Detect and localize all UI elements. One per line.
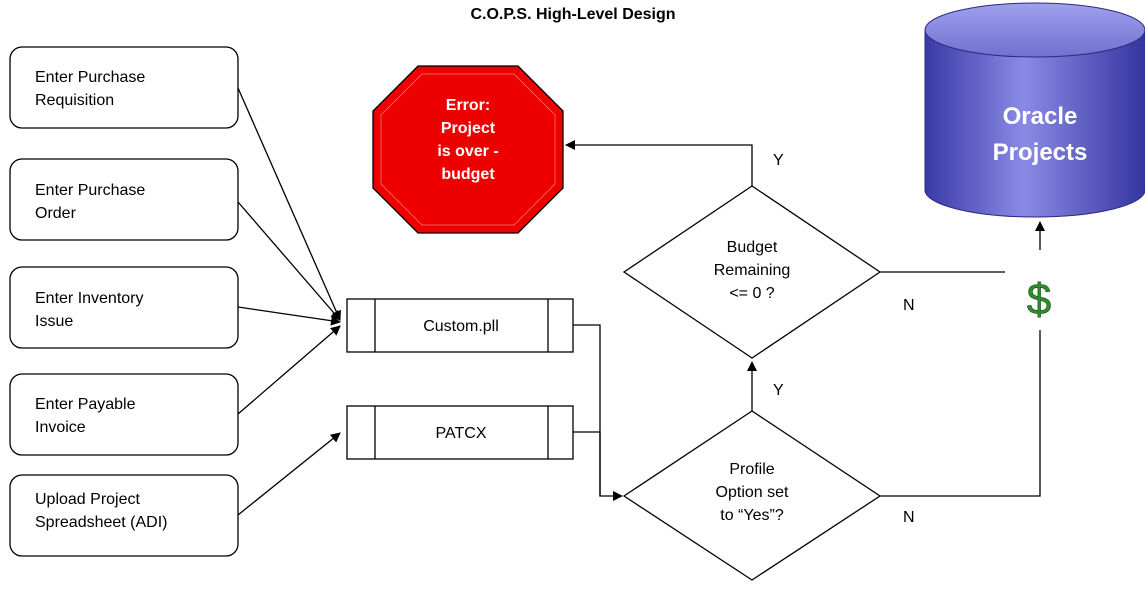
connector-line (573, 431, 623, 501)
input-label-line: Enter Purchase (35, 182, 145, 199)
oracle-projects-database: Oracle Projects (924, 2, 1145, 218)
input-purchase-requisition: Enter Purchase Requisition (9, 46, 239, 129)
decision-label-line: <= 0 ? (729, 285, 774, 302)
input-label-line: Spreadsheet (ADI) (35, 514, 168, 531)
decision-budget-remaining: Budget Remaining <= 0 ? (622, 185, 882, 359)
process-label: PATCX (436, 425, 487, 442)
branch-label-budget-yes: Y (773, 152, 784, 169)
connector-line (880, 330, 1041, 497)
input-label-line: Enter Purchase (35, 69, 145, 86)
process-patcx: PATCX (346, 405, 574, 460)
error-label-line: Project (441, 120, 496, 137)
database-label-line: Oracle (1003, 103, 1078, 130)
input-label-line: Enter Payable (35, 396, 136, 413)
input-purchase-order: Enter Purchase Order (9, 158, 239, 241)
decision-label-line: Budget (727, 239, 778, 256)
input-connectors (237, 87, 341, 516)
connector-line (237, 306, 341, 326)
input-inventory-issue: Enter Inventory Issue (9, 266, 239, 349)
error-label-line: is over - (437, 143, 498, 160)
connector-line (573, 324, 601, 496)
decision-label-line: Profile (729, 461, 774, 478)
decision-label-line: Option set (716, 484, 789, 501)
dollar-icon: $ (1027, 275, 1051, 324)
process-custom-pll: Custom.pll (346, 298, 574, 353)
branch-label-profile-yes: Y (773, 382, 784, 399)
branch-label-profile-no: N (903, 509, 915, 526)
connector-line (237, 87, 341, 321)
input-label-line: Order (35, 205, 77, 222)
input-label-line: Requisition (35, 92, 114, 109)
database-label-line: Projects (993, 139, 1088, 166)
decision-connectors (565, 140, 1045, 497)
input-payable-invoice: Enter Payable Invoice (9, 373, 239, 456)
connector-line (237, 325, 341, 415)
process-connectors (573, 324, 623, 501)
connector-line (237, 201, 341, 321)
error-stop-sign: Error: Project is over - budget (372, 65, 564, 234)
error-label-line: Error: (446, 97, 490, 114)
decision-label-line: to “Yes”? (720, 507, 784, 524)
process-label: Custom.pll (423, 318, 499, 335)
input-label-line: Issue (35, 313, 73, 330)
error-label-line: budget (441, 166, 495, 183)
decision-profile-option: Profile Option set to “Yes”? (622, 410, 882, 581)
decision-label-line: Remaining (714, 262, 790, 279)
input-upload-spreadsheet: Upload Project Spreadsheet (ADI) (9, 474, 239, 557)
input-label-line: Enter Inventory (35, 290, 144, 307)
connector-line (237, 432, 341, 516)
input-label-line: Upload Project (35, 491, 141, 508)
branch-label-budget-no: N (903, 297, 915, 314)
diagram-title: C.O.P.S. High-Level Design (470, 6, 675, 23)
input-label-line: Invoice (35, 419, 86, 436)
connector-line (565, 140, 753, 186)
